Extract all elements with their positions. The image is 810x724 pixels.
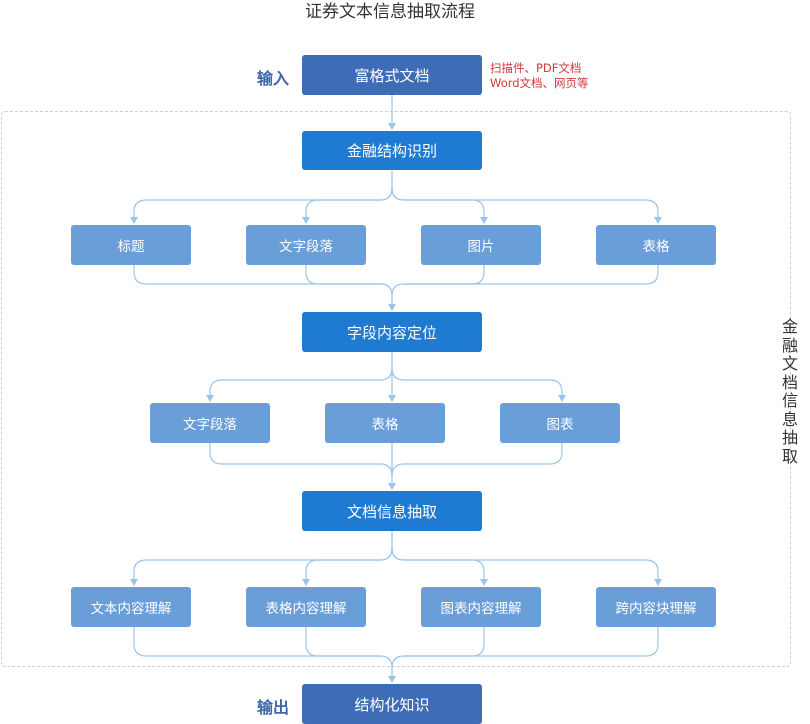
stage3-child-text-understanding: 文本内容理解 [71, 587, 191, 627]
output-label: 输出 [257, 698, 290, 717]
diagram-title: 证券文本信息抽取流程 [305, 2, 475, 22]
output-node: 结构化知识 [302, 684, 482, 724]
connector-stage2-fanout-1 [206, 352, 393, 402]
stage1-child-paragraph: 文字段落 [246, 225, 366, 265]
stage2-node: 字段内容定位 [302, 312, 482, 352]
frame-label-char: 融 [781, 335, 798, 355]
connector-stage3-fanin-2 [305, 627, 380, 657]
connector-stage3-fanin-4 [404, 627, 659, 657]
stage2-child-paragraph: 文字段落 [150, 403, 270, 443]
connector-stage2-fanout-3 [391, 367, 566, 402]
stage2-child-table: 表格 [325, 403, 445, 443]
stage3-child-chart-understanding: 图表内容理解 [421, 587, 541, 627]
input-label: 输入 [257, 69, 290, 88]
connector-stage3-fanout-4 [391, 547, 662, 586]
frame-label-char: 档 [781, 372, 798, 392]
input-node: 富格式文档 [302, 55, 482, 95]
frame-label-char: 抽 [781, 428, 798, 447]
connector-stage1-fanout-1 [130, 170, 393, 224]
stage3-node: 文档信息抽取 [302, 491, 482, 531]
connector-stage3-fanin-1 [133, 627, 396, 683]
connector-stage1-fanout-3 [391, 187, 488, 224]
frame-label-char: 取 [781, 446, 798, 466]
stage1-child-table: 表格 [596, 225, 716, 265]
connector-stage1-fanin-1 [133, 265, 396, 311]
frame-label-char: 金 [781, 317, 798, 336]
stage1-child-image: 图片 [421, 225, 541, 265]
connector-stage1-fanin-2 [305, 265, 380, 285]
connector-stage2-fanin-3 [391, 443, 563, 477]
stage1-child-title: 标题 [71, 225, 191, 265]
stage2-child-chart: 图表 [500, 403, 620, 443]
frame-label-char: 文 [781, 354, 798, 373]
connector-stage3-fanout-3 [391, 547, 488, 586]
stage3-child-cross-block-understanding: 跨内容块理解 [596, 587, 716, 627]
frame-vertical-label: 金 融 文 档 信 息 抽 取 [778, 317, 802, 466]
stage1-node: 金融结构识别 [302, 131, 482, 170]
input-note-line-2: Word文档、网页等 [490, 76, 589, 90]
connector-stage1-fanin-4 [404, 265, 659, 285]
connector-stage1-fanin-3 [391, 265, 485, 297]
connector-stage1-fanout-4 [391, 187, 662, 224]
stage3-child-table-understanding: 表格内容理解 [246, 587, 366, 627]
extraction-frame [1, 111, 791, 667]
connector-stage3-fanout-2 [302, 547, 393, 586]
input-note-line-1: 扫描件、PDF文档 [490, 61, 582, 75]
connector-stage3-fanout-1 [130, 531, 393, 586]
connector-stage3-fanin-3 [391, 627, 485, 669]
frame-label-char: 信 [781, 391, 798, 410]
input-note: 扫描件、PDF文档 Word文档、网页等 [490, 61, 589, 91]
frame-label-char: 息 [781, 409, 798, 429]
connector-stage1-fanout-2 [302, 187, 393, 224]
connector-stage2-fanin-1 [209, 443, 396, 490]
